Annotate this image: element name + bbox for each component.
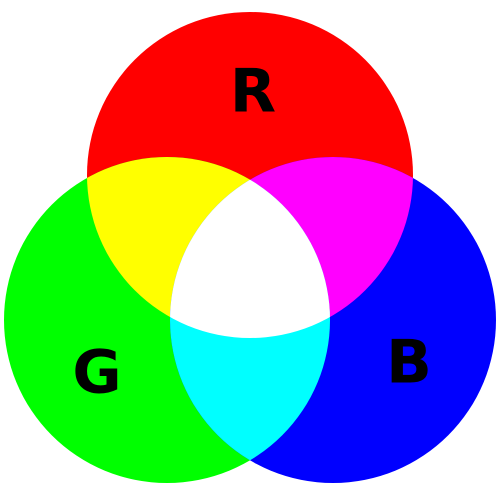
red-green-blue-overlap xyxy=(170,157,330,338)
blue-label: B xyxy=(386,328,432,398)
green-label: G xyxy=(72,338,121,408)
red-label: R xyxy=(230,57,276,127)
